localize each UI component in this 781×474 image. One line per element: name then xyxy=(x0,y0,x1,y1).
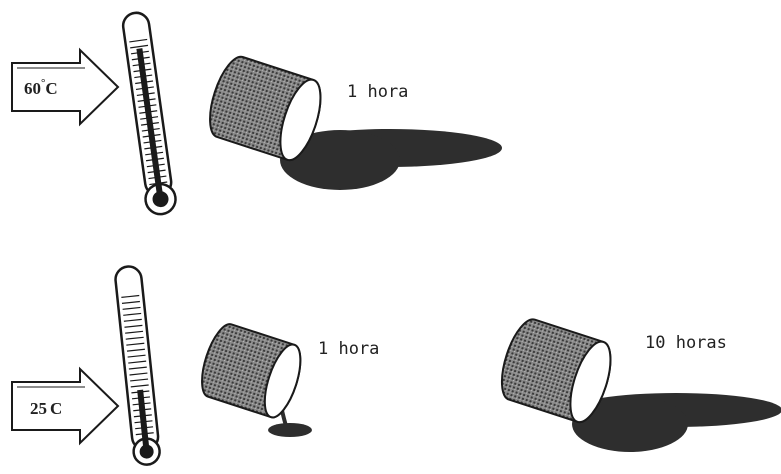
duration-label-cold-10h: 10 horas xyxy=(645,333,727,353)
duration-label-hot-1h: 1 hora xyxy=(347,82,408,102)
can-pouring-cold-1h: 1 hora xyxy=(195,320,380,437)
can-pouring-cold-10h: 10 horas xyxy=(494,315,781,452)
spill-small xyxy=(268,423,312,437)
temperature-label-hot: 60°C xyxy=(24,77,58,98)
scenario-hot: 60°C 1 hora xyxy=(12,11,502,216)
can-pouring-hot-1h: 1 hora xyxy=(202,52,502,190)
temperature-arrow-hot: 60°C xyxy=(12,50,118,124)
duration-label-cold-1h: 1 hora xyxy=(318,339,379,359)
thermometer-cold-icon xyxy=(114,265,161,466)
thermometer-hot-icon xyxy=(120,11,178,216)
